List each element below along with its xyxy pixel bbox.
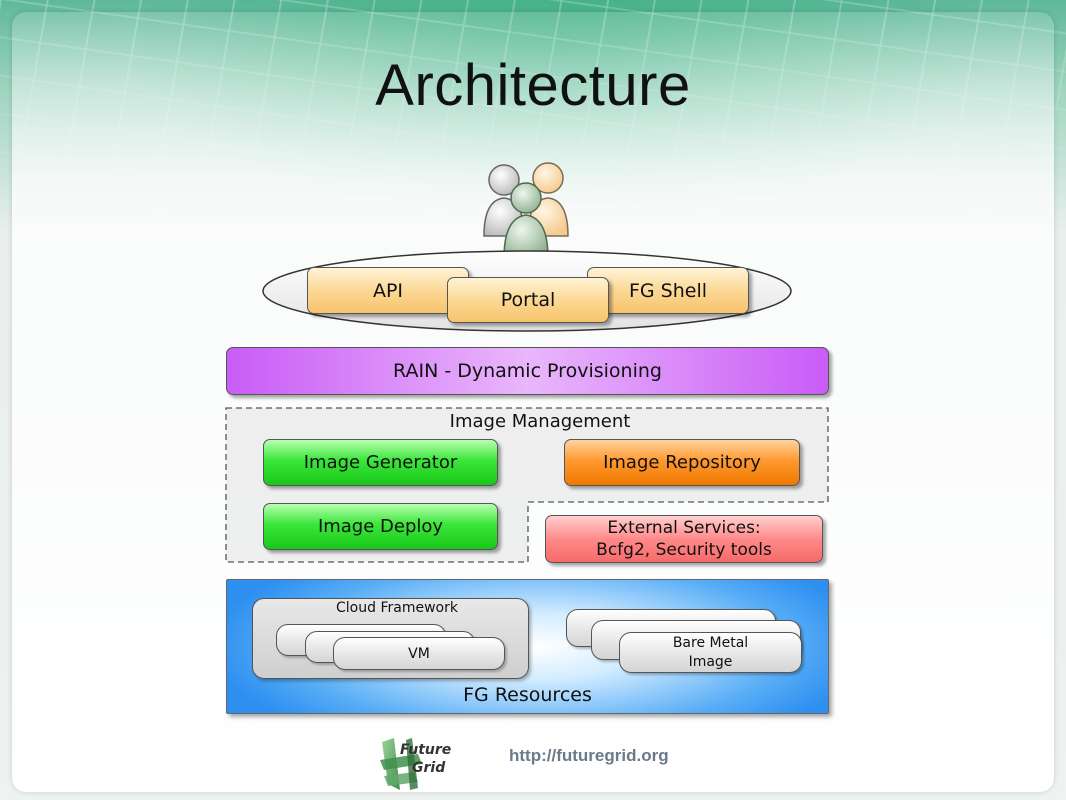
- futuregrid-logo: Future Grid: [378, 734, 460, 796]
- cloud-framework-label: Cloud Framework: [336, 600, 458, 616]
- bare-metal-line2: Image: [688, 653, 733, 670]
- image-management-label: Image Management: [449, 411, 631, 432]
- logo-word-future: Future: [400, 742, 451, 758]
- fg-shell-box: FG Shell: [587, 267, 749, 314]
- users-icon: [483, 162, 569, 259]
- footer-url[interactable]: http://futuregrid.org: [509, 746, 669, 765]
- image-repository-box: Image Repository: [564, 439, 800, 486]
- api-box: API: [307, 267, 469, 314]
- image-generator-box: Image Generator: [263, 439, 498, 486]
- external-services-detail: Bcfg2, Security tools: [596, 540, 772, 560]
- vm-box: VM: [333, 637, 505, 670]
- bare-metal-line1: Bare Metal: [672, 634, 749, 651]
- external-services-title: External Services:: [607, 518, 761, 538]
- external-services-box: External Services: Bcfg2, Security tools: [545, 515, 823, 563]
- image-deploy-box: Image Deploy: [263, 503, 498, 550]
- fg-resources-label: FG Resources: [463, 684, 592, 706]
- slide-title: Architecture: [375, 53, 691, 118]
- logo-word-grid: Grid: [412, 760, 446, 776]
- futuregrid-logo-graphic: Future Grid: [380, 738, 451, 790]
- bare-metal-image-box: Bare Metal Image: [619, 632, 802, 673]
- portal-box: Portal: [447, 277, 609, 323]
- rain-box: RAIN - Dynamic Provisioning: [226, 347, 829, 395]
